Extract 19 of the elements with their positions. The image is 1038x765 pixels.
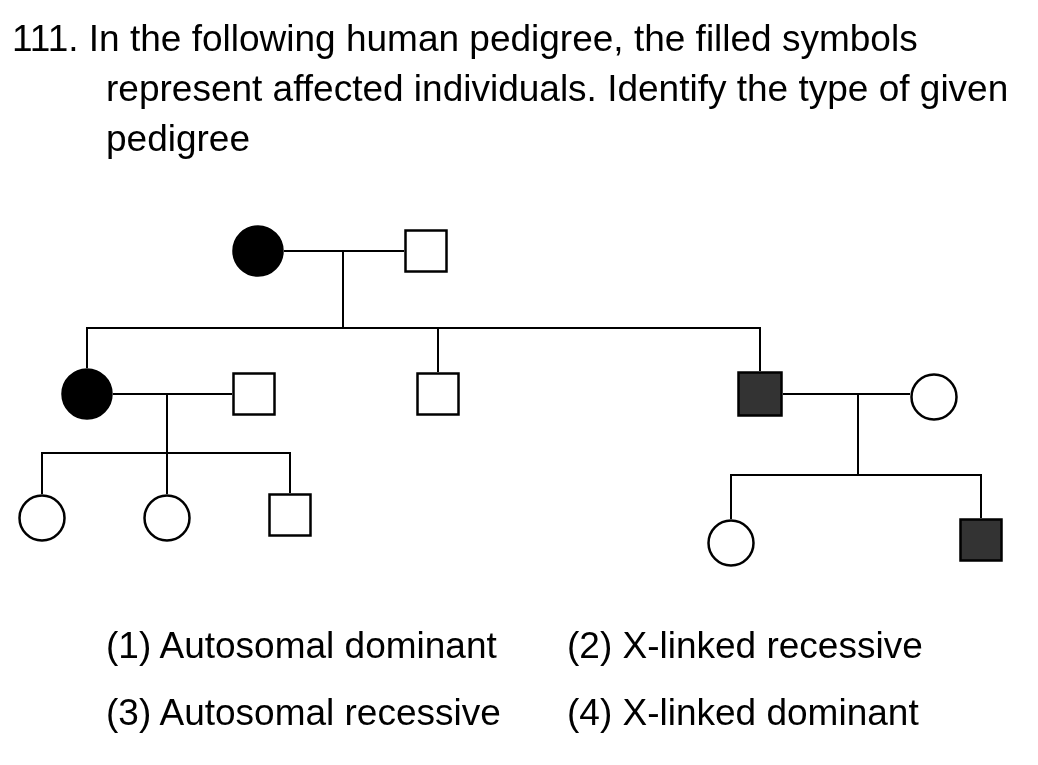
descent-line: [857, 393, 982, 519]
affected-female-symbol: [61, 368, 113, 420]
affected-male-symbol: [959, 518, 1003, 562]
affected-male-symbol: [737, 371, 783, 417]
female-symbol: [910, 373, 958, 421]
male-symbol: [404, 229, 448, 273]
male-symbol: [232, 372, 276, 416]
female-symbol: [707, 519, 755, 567]
male-symbol: [268, 493, 312, 537]
female-symbol: [18, 494, 66, 542]
affected-female-symbol: [232, 225, 284, 277]
female-symbol: [143, 494, 191, 542]
male-symbol: [416, 372, 460, 416]
answer-option: (3) Autosomal recessive: [106, 691, 501, 735]
descent-line: [166, 393, 291, 494]
answer-option: (1) Autosomal dominant: [106, 624, 497, 668]
answer-option: (2) X-linked recessive: [567, 624, 923, 668]
answer-option: (4) X-linked dominant: [567, 691, 919, 735]
question-text: 111. In the following human pedigree, the filled symbols represent affected individuals. Identify the type of given pedigree: [12, 17, 1010, 161]
